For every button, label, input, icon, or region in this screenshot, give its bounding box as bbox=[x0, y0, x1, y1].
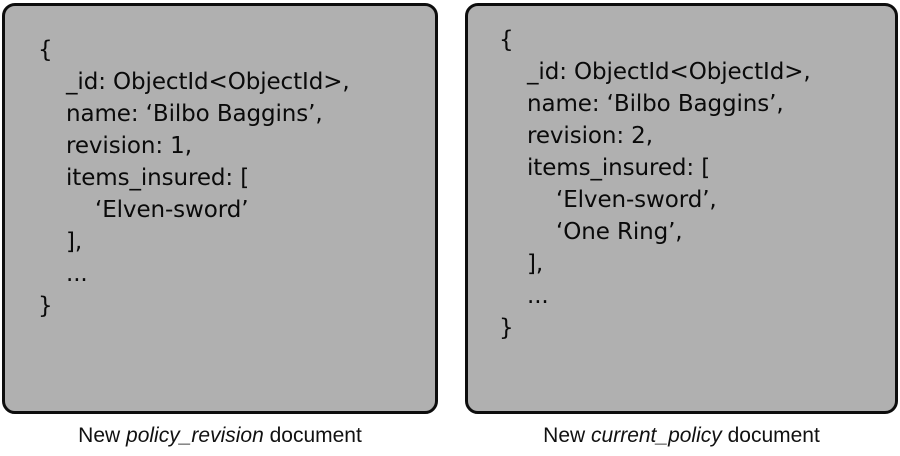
caption-emphasis: policy_revision bbox=[126, 424, 264, 447]
code-line: } bbox=[38, 293, 53, 319]
caption-suffix: document bbox=[263, 424, 362, 447]
code-line: { bbox=[38, 37, 53, 63]
policy-revision-document-card: { _id: ObjectId<ObjectId>, name: ‘Bilbo Ba… bbox=[2, 3, 438, 414]
caption-prefix: New bbox=[78, 424, 127, 447]
code-line: ], bbox=[527, 251, 544, 277]
current-policy-document-card: { _id: ObjectId<ObjectId>, name: ‘Bilbo Ba… bbox=[465, 3, 898, 414]
code-line: _id: ObjectId<ObjectId>, bbox=[527, 59, 811, 85]
current-policy-code-block: { _id: ObjectId<ObjectId>, name: ‘Bilbo Ba… bbox=[468, 6, 895, 344]
current-policy-caption: New current_policy document bbox=[465, 423, 898, 449]
caption-prefix: New bbox=[543, 424, 592, 447]
policy-revision-caption: New policy_revision document bbox=[2, 423, 438, 449]
code-line: } bbox=[499, 315, 514, 341]
code-line: ], bbox=[66, 229, 83, 255]
code-line: name: ‘Bilbo Baggins’, bbox=[527, 91, 784, 117]
code-line: items_insured: [ bbox=[66, 165, 250, 191]
code-line: revision: 1, bbox=[66, 133, 192, 159]
caption-suffix: document bbox=[721, 424, 820, 447]
policy-revision-code-block: { _id: ObjectId<ObjectId>, name: ‘Bilbo Ba… bbox=[5, 6, 435, 322]
code-line: { bbox=[499, 27, 514, 53]
code-line: ... bbox=[527, 283, 549, 309]
caption-emphasis: current_policy bbox=[591, 424, 722, 447]
code-line: ‘One Ring’, bbox=[556, 219, 683, 245]
code-line: name: ‘Bilbo Baggins’, bbox=[66, 101, 323, 127]
code-line: revision: 2, bbox=[527, 123, 653, 149]
code-line: ... bbox=[66, 261, 88, 287]
code-line: ‘Elven-sword’, bbox=[556, 187, 717, 213]
code-line: _id: ObjectId<ObjectId>, bbox=[66, 69, 350, 95]
code-line: ‘Elven-sword’ bbox=[95, 197, 249, 223]
code-line: items_insured: [ bbox=[527, 155, 711, 181]
